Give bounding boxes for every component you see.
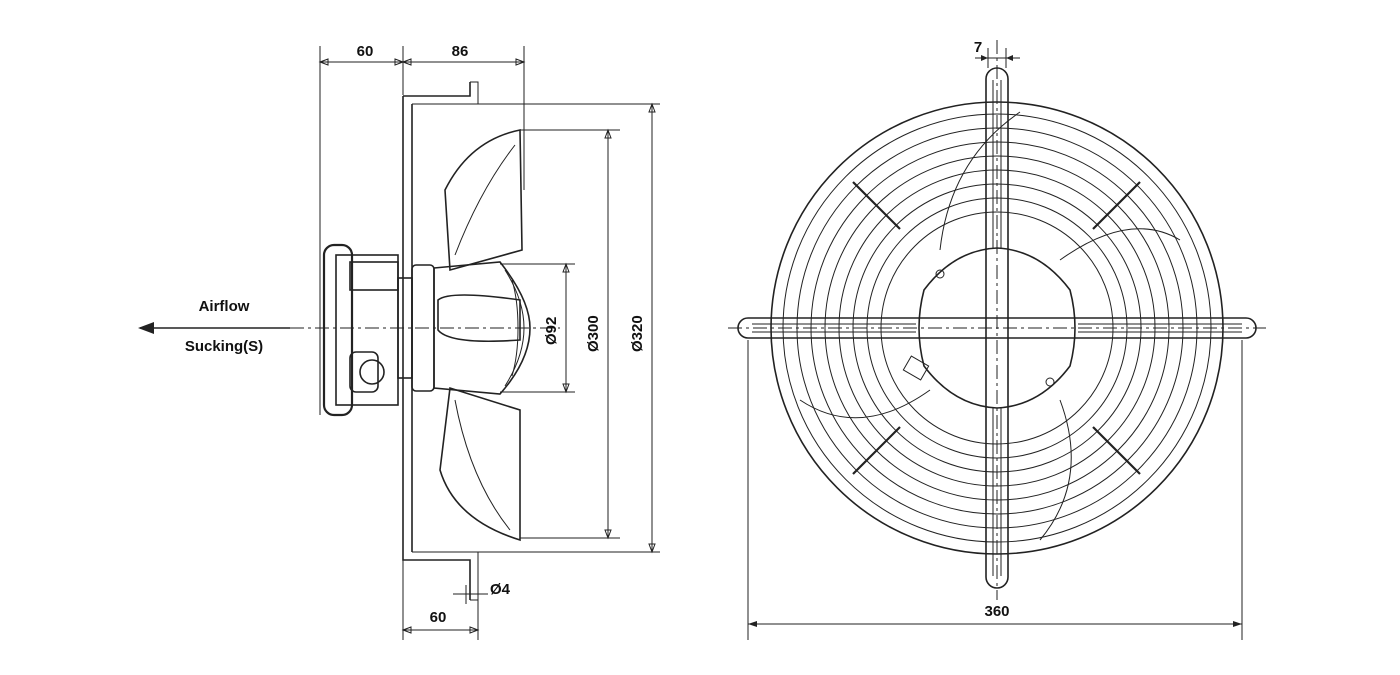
diagonal-struts — [852, 181, 1141, 475]
dim-bar: 7 — [974, 39, 982, 56]
mounting-frame — [402, 81, 660, 601]
dim-bar-group: 7 — [974, 39, 1020, 68]
dim-hub: Ø92 — [543, 317, 560, 345]
dim-frame: Ø320 — [629, 315, 646, 352]
screw-icon — [935, 269, 945, 279]
top-dimension: 60 86 — [318, 43, 526, 415]
dim-frame-group: Ø320 — [629, 102, 656, 554]
dim-top-left: 60 — [357, 43, 374, 60]
dim-blade-group: Ø300 — [520, 128, 620, 540]
motor-body — [322, 243, 435, 417]
dim-hole-group: Ø4 — [453, 581, 511, 604]
dim-top-right: 86 — [452, 43, 469, 60]
dim-hole: Ø4 — [490, 581, 511, 598]
front-view: 7 360 — [728, 39, 1266, 640]
dim-blade: Ø300 — [585, 315, 602, 352]
dim-width: 360 — [984, 603, 1009, 620]
screw-icon — [1045, 377, 1055, 387]
airflow-arrow-icon — [138, 322, 154, 334]
airflow-indicator: Airflow Sucking(S) — [138, 298, 290, 355]
dim-width-group: 360 — [747, 340, 1243, 640]
dim-bottom: 60 — [430, 609, 447, 626]
blades — [437, 129, 523, 542]
cable-gland-icon — [902, 355, 930, 381]
side-view: 60 86 — [290, 43, 660, 640]
airflow-mode-label: Sucking(S) — [185, 338, 263, 355]
bottom-dimension: 60 — [401, 560, 480, 640]
dim-hub-group: Ø92 — [500, 262, 575, 394]
front-blades — [799, 111, 1181, 541]
airflow-label: Airflow — [199, 298, 250, 315]
